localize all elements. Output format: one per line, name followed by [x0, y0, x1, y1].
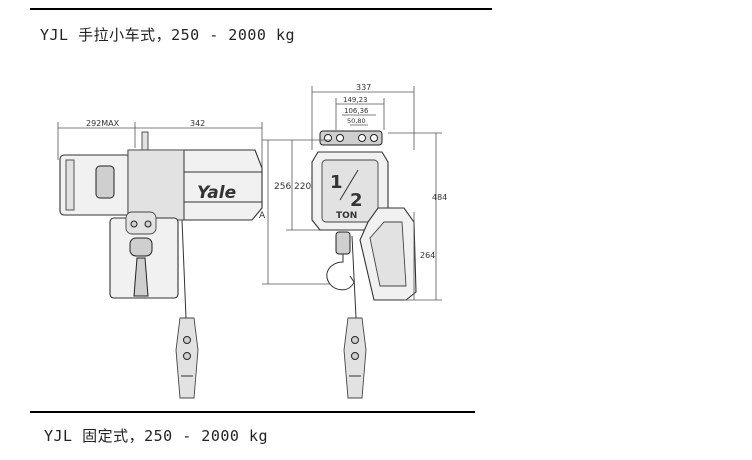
dim-337: 337	[356, 83, 371, 92]
dim-220: 220	[294, 182, 311, 192]
dim-264: 264	[420, 251, 435, 260]
capacity-denominator: 2	[350, 190, 363, 211]
heading-trolley-type: YJL 手拉小车式，250 - 2000 kg	[40, 26, 296, 44]
heading-fixed-type: YJL 固定式，250 - 2000 kg	[44, 427, 269, 445]
bottom-rule	[30, 411, 475, 413]
dim-50: 50,80	[347, 117, 366, 125]
top-rule	[30, 8, 492, 10]
dim-106: 106,36	[344, 107, 369, 115]
brand-logo: Yale	[197, 183, 236, 203]
front-view: 337 149,23 106,36 50,80 256 220 1 2 TON	[262, 83, 447, 399]
dim-484: 484	[432, 193, 447, 202]
dim-149: 149,23	[343, 96, 368, 104]
capacity-numerator: 1	[330, 172, 343, 193]
dim-292max: 292MAX	[86, 119, 120, 128]
dim-256: 256	[274, 182, 291, 192]
dim-342: 342	[190, 119, 205, 128]
label-a: A	[259, 211, 266, 221]
capacity-unit: TON	[336, 211, 357, 221]
side-view: 292MAX 342 Yale A	[57, 119, 266, 399]
